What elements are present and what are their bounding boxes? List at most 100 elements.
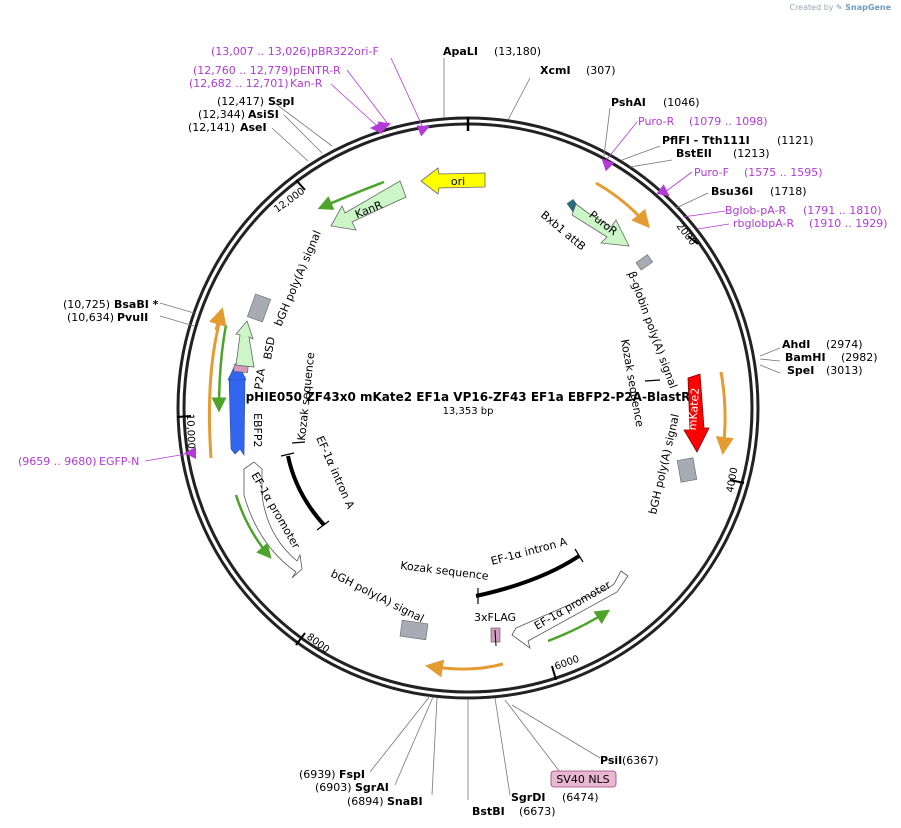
plasmid-size: 13,353 bp [443,406,494,417]
snapgene-credit: Created by ✎ SnapGene [789,3,891,12]
primer-pentr-arrow-icon [377,121,391,133]
bsd-arrow[interactable] [235,320,255,368]
tick-4000: 4000 [725,467,740,494]
bgh-right-block [676,457,698,483]
primer-purof-name[interactable]: Puro-F [694,166,729,179]
primer-puror-pos: (1079 .. 1098) [689,115,768,128]
primer-egfpn-pos: (9659 .. 9680) [18,455,97,468]
site-pvuii-name[interactable]: PvuII [117,311,148,324]
site-pshai-pos: (1046) [663,96,700,109]
site-sspi-name[interactable]: SspI [268,95,294,108]
site-fspi-pos: (6939) [299,768,336,781]
primer-rbglob-name[interactable]: rbglobpA-R [733,217,794,230]
site-asisi-pos: (12,344) [198,108,245,121]
mkate2-orf-arrow [715,371,734,455]
site-xcmi-name[interactable]: XcmI [540,64,571,77]
primer-kanr-pos: (12,682 .. 12,701) [189,77,289,90]
site-pflfi-pos: (1121) [777,134,814,147]
bglobin-polya-block [635,254,654,271]
site-bsu36i-name[interactable]: Bsu36I [711,185,753,198]
plasmid-name: pHIE050 ZF43x0 mKate2 EF1a VP16-ZF43 EF1… [246,390,691,404]
primer-rbglob-pos: (1910 .. 1929) [809,217,888,230]
primer-pentr-name[interactable]: pENTR-R [293,64,341,77]
bgh-left-block [246,293,272,323]
site-snabi-pos: (6894) [347,795,384,808]
site-pflfi-name[interactable]: PflFI - Tth111I [662,134,750,147]
credit-prefix: Created by [789,3,834,12]
site-bsteii-pos: (1213) [733,147,770,160]
primer-pbr322ori-pos: (13,007 .. 13,026) [211,45,311,58]
bgh-left-label: bGH poly(A) signal [272,229,324,329]
site-snabi-name[interactable]: SnaBI [387,795,423,808]
ori-label: ori [451,175,465,188]
site-spei-pos: (3013) [826,364,863,377]
site-sgrai-name[interactable]: SgrAI [355,781,389,794]
kozak-bottom-label: Kozak sequence [400,559,490,583]
site-ahdi-pos: (2974) [826,338,863,351]
flag-label: 3xFLAG [474,611,516,624]
site-bstbi-pos: (6673) [519,805,556,818]
snapgene-logo-icon: ✎ [836,3,843,12]
site-pvuii-pos: (10,634) [67,311,114,324]
ef1a-intron-bottom-bar [475,554,581,598]
sv40-nls-label: SV40 NLS [556,773,609,786]
credit-brand: SnapGene [845,3,891,12]
site-bsabi-name[interactable]: BsaBI * [114,298,159,311]
tick-10000: 10,000 [184,414,196,449]
primer-kanr-name[interactable]: Kan-R [290,77,323,90]
ebfp2-label: EBFP2 [251,413,264,447]
mkate2-label: mKate2 [686,387,702,430]
primer-bglob-name[interactable]: Bglob-pA-R [725,204,787,217]
ef1a-left-orf-arrow [234,494,272,559]
primer-purof-arrow-icon [656,184,670,197]
bgh-bottom-block [399,619,429,641]
site-pshai-name[interactable]: PshAI [611,96,646,109]
p2a-label: P2A [252,367,268,390]
bgh-bottom-label: bGH poly(A) signal [329,567,426,625]
site-spei-name[interactable]: SpeI [787,364,814,377]
site-sgrdi-pos: (6474) [562,791,599,804]
puror-arrow[interactable] [571,203,630,247]
site-asisi-name[interactable]: AsiSI [248,108,279,121]
kanr-label: KanR [353,198,385,221]
site-sgrai-pos: (6903) [315,781,352,794]
ebfp2-arrow[interactable] [228,376,246,456]
site-psii-name[interactable]: PsiI [600,754,622,767]
site-asei-name[interactable]: AseI [240,121,267,134]
site-bamhi-name[interactable]: BamHI [785,351,826,364]
site-sgrdi-name[interactable]: SgrDI [511,791,545,804]
site-apali-name[interactable]: ApaLI [443,45,478,58]
ef1a-bottom-orf-arrow [547,609,611,643]
kanr-arrow[interactable] [330,180,407,231]
ef1a-promoter-bottom-arrow[interactable] [511,570,629,650]
sv40-nls-box[interactable] [550,770,617,788]
ori-arrow[interactable] [420,167,486,195]
bgh-right-label: bGH poly(A) signal [646,413,682,516]
site-ahdi-name[interactable]: AhdI [782,338,810,351]
kanr-orf-arrow [317,180,385,210]
primer-pbr322ori-arrow-icon [416,125,430,137]
site-sspi-pos: (12,417) [217,95,264,108]
kozak-right-mark [644,379,661,382]
mkate2-arrow[interactable] [683,373,710,453]
primer-egfpn-name[interactable]: EGFP-N [99,455,139,468]
kozak-right-label: Kozak sequence [618,338,646,428]
ef1a-promoter-bottom-label: EF-1α promoter [532,578,613,633]
site-xcmi-pos: (307) [586,64,616,77]
primer-bglob-pos: (1791 .. 1810) [803,204,882,217]
site-psii-pos: (6367) [622,754,659,767]
primer-puror-name[interactable]: Puro-R [638,115,675,128]
site-bsteii-name[interactable]: BstEII [676,147,712,160]
site-apali-pos: (13,180) [494,45,541,58]
bsd-label: BSD [261,336,278,361]
ef1a-promoter-left-arrow[interactable] [243,461,303,579]
ef1a-intron-bottom-label: EF-1α intron A [489,535,568,568]
puror-orf-arrow [595,181,650,229]
primer-pbr322ori-name[interactable]: pBR322ori-F [311,45,379,58]
ef1a-intron-left-label: EF-1α intron A [313,434,357,511]
site-fspi-name[interactable]: FspI [339,768,365,781]
site-asei-pos: (12,141) [188,121,235,134]
site-bstbi-name[interactable]: BstBI [472,805,505,818]
